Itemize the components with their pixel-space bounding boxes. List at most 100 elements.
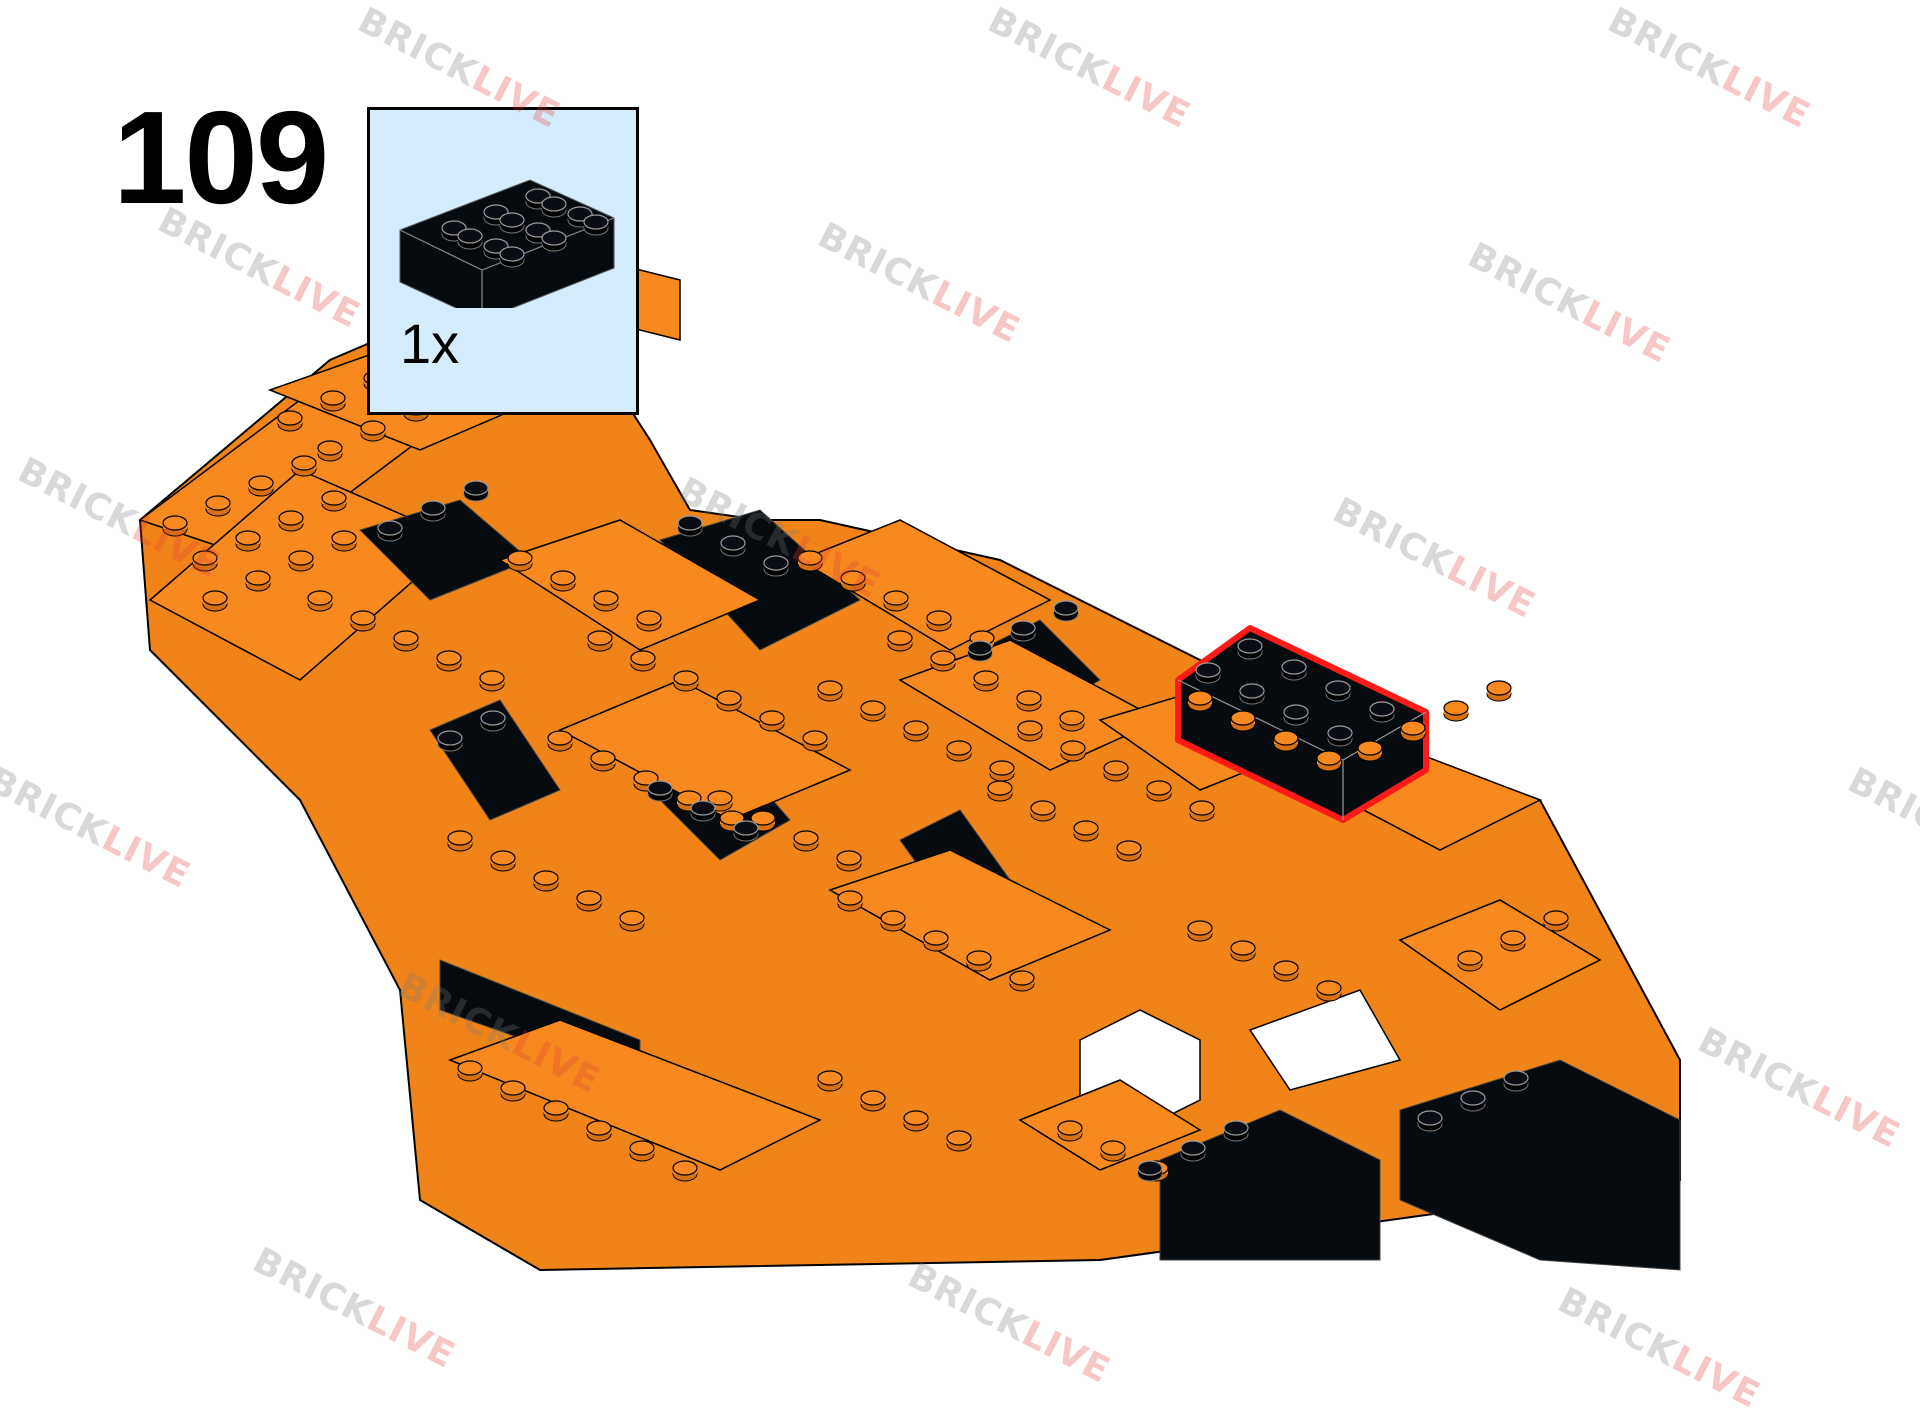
orange-stud (1057, 1120, 1083, 1142)
orange-stud (989, 760, 1015, 782)
orange-stud (1457, 950, 1483, 972)
orange-stud (840, 570, 866, 592)
orange-stud (1316, 750, 1342, 772)
orange-stud (619, 910, 645, 932)
black-stud (377, 520, 403, 542)
orange-stud (1103, 760, 1129, 782)
orange-stud (636, 610, 662, 632)
black-stud (480, 710, 506, 732)
brick-mid-2 (798, 519, 1052, 651)
orange-stud (550, 570, 576, 592)
orange-stud (586, 1120, 612, 1142)
orange-stud (883, 590, 909, 612)
orange-stud (802, 730, 828, 752)
orange-stud (457, 1060, 483, 1082)
orange-stud (479, 670, 505, 692)
orange-stud (245, 570, 271, 592)
orange-stud (966, 950, 992, 972)
black-stud (720, 535, 746, 557)
orange-stud (629, 1140, 655, 1162)
orange-stud (205, 495, 231, 517)
icon-stud (499, 212, 525, 234)
orange-stud (1443, 700, 1469, 722)
black-stud (437, 730, 463, 752)
parts-callout: 1x (367, 107, 639, 415)
orange-stud (946, 1130, 972, 1152)
orange-stud (987, 780, 1013, 802)
icon-stud (583, 214, 609, 236)
orange-stud (587, 630, 613, 652)
orange-stud (202, 590, 228, 612)
orange-stud (837, 890, 863, 912)
brick-black-h (1399, 1059, 1681, 1271)
orange-stud (673, 670, 699, 692)
orange-stud (543, 1100, 569, 1122)
icon-stud (541, 196, 567, 218)
orange-stud (793, 830, 819, 852)
black-stud (967, 640, 993, 662)
orange-stud (836, 850, 862, 872)
orange-stud (926, 610, 952, 632)
black-stud (647, 780, 673, 802)
orange-stud (1146, 780, 1172, 802)
orange-stud (1100, 1140, 1126, 1162)
orange-stud (317, 440, 343, 462)
orange-stud (1230, 940, 1256, 962)
orange-stud (903, 720, 929, 742)
part-quantity: 1x (400, 312, 460, 375)
orange-stud (797, 550, 823, 572)
orange-stud (1273, 730, 1299, 752)
black-stud (1503, 1070, 1529, 1092)
orange-stud (307, 590, 333, 612)
model-illustration (138, 259, 1681, 1272)
orange-stud (490, 850, 516, 872)
black-stud (1180, 1140, 1206, 1162)
new-brick-stud (1283, 704, 1309, 726)
orange-stud (1500, 930, 1526, 952)
orange-stud (1316, 980, 1342, 1002)
orange-stud (547, 730, 573, 752)
orange-stud (576, 890, 602, 912)
orange-stud (930, 650, 956, 672)
orange-stud (447, 830, 473, 852)
orange-stud (1073, 820, 1099, 842)
black-stud (1460, 1090, 1486, 1112)
orange-stud (1357, 740, 1383, 762)
black-stud (463, 480, 489, 502)
orange-stud (1189, 800, 1215, 822)
orange-stud (590, 750, 616, 772)
orange-stud (360, 420, 386, 442)
black-2x4-brick-icon (399, 179, 615, 308)
orange-stud (1486, 680, 1512, 702)
black-stud (1137, 1160, 1163, 1182)
new-brick-stud (1281, 659, 1307, 681)
orange-stud (288, 550, 314, 572)
icon-stud (499, 246, 525, 268)
orange-stud (1030, 800, 1056, 822)
orange-stud (500, 1080, 526, 1102)
orange-stud (235, 530, 261, 552)
orange-stud (1009, 970, 1035, 992)
orange-stud (1017, 720, 1043, 742)
orange-stud (716, 690, 742, 712)
orange-stud (248, 475, 274, 497)
new-brick-stud (1325, 680, 1351, 702)
new-brick-stud (1195, 662, 1221, 684)
brick-mid-1 (498, 519, 762, 651)
orange-stud (973, 670, 999, 692)
orange-stud (880, 910, 906, 932)
orange-stud (1230, 710, 1256, 732)
black-stud (733, 820, 759, 842)
brick-mid-8 (1398, 899, 1602, 1011)
orange-stud (1187, 920, 1213, 942)
black-stud (1223, 1120, 1249, 1142)
orange-stud (1187, 690, 1213, 712)
orange-stud (946, 740, 972, 762)
orange-stud (192, 550, 218, 572)
orange-stud (860, 700, 886, 722)
orange-stud (393, 630, 419, 652)
orange-stud (320, 390, 346, 412)
black-stud (690, 800, 716, 822)
brick-black-i (1159, 1109, 1381, 1261)
